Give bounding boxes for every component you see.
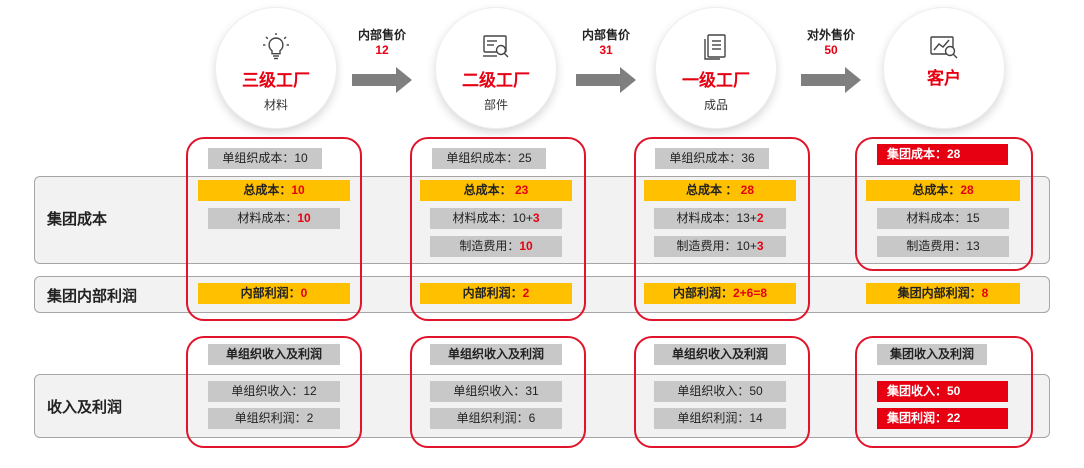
revenue-header-box: 单组织收入及利润 (208, 344, 340, 365)
price-label-3: 对外售价 50 (806, 28, 855, 57)
frame-tier1-cost (634, 137, 810, 321)
mfg-cost-box: 制造费用：10 (430, 236, 562, 257)
band-label-group-cost: 集团成本 (47, 211, 108, 228)
band-label-revenue-profit: 收入及利润 (47, 399, 123, 416)
revenue-header-box: 单组织收入及利润 (430, 344, 562, 365)
revenue-header-box: 单组织收入及利润 (654, 344, 786, 365)
unit-cost-box: 单组织成本：36 (655, 148, 769, 169)
chart-search-icon (930, 36, 958, 59)
total-cost-box: 总成本：28 (866, 180, 1020, 201)
stage-title: 客户 (927, 69, 961, 88)
stage-title: 三级工厂 (242, 71, 310, 90)
document-search-icon (483, 35, 509, 58)
frame-customer-cost (855, 137, 1033, 271)
total-cost-box: 总成本： 23 (420, 180, 572, 201)
mfg-cost-box: 制造费用：13 (877, 236, 1009, 257)
frame-tier3-revenue (186, 336, 362, 448)
material-cost-box: 材料成本：15 (877, 208, 1009, 229)
frame-tier2-cost (410, 137, 586, 321)
stage-circle-tier1: 一级工厂 成品 (656, 8, 776, 128)
group-profit-box: 集团利润：22 (877, 408, 1008, 429)
price-label-1: 内部售价 12 (357, 28, 406, 57)
unit-cost-box: 单组织成本：10 (208, 148, 322, 169)
internal-profit-box: 内部利润：2+6=8 (644, 283, 796, 304)
stage-subtitle: 材料 (263, 98, 288, 112)
org-profit-box: 单组织利润：2 (208, 408, 340, 429)
internal-profit-box: 内部利润：2 (420, 283, 572, 304)
unit-cost-box: 单组织成本：25 (432, 148, 546, 169)
lightbulb-icon (263, 33, 289, 60)
mfg-cost-box: 制造费用：10+3 (654, 236, 786, 257)
stage-title: 一级工厂 (682, 71, 750, 90)
band-label-internal-profit: 集团内部利润 (47, 288, 138, 305)
stage-subtitle: 成品 (703, 98, 728, 112)
org-profit-box: 单组织利润：6 (430, 408, 562, 429)
material-cost-box: 材料成本：10+3 (430, 208, 562, 229)
org-profit-box: 单组织利润：14 (654, 408, 786, 429)
material-cost-box: 材料成本：10 (208, 208, 340, 229)
revenue-box: 单组织收入：12 (208, 381, 340, 402)
stage-subtitle: 部件 (483, 98, 508, 112)
stage-circle-tier3: 三级工厂 材料 (216, 8, 336, 128)
revenue-box: 单组织收入：31 (430, 381, 562, 402)
flow-arrow-icon (801, 67, 861, 93)
revenue-box: 单组织收入：50 (654, 381, 786, 402)
document-list-icon (704, 34, 726, 60)
total-cost-box: 总成本 ： 28 (644, 180, 796, 201)
material-cost-box: 材料成本：13+2 (654, 208, 786, 229)
total-cost-box: 总成本：10 (198, 180, 350, 201)
stage-title: 二级工厂 (462, 71, 530, 90)
stage-circle-customer: 客户 (884, 8, 1004, 128)
flow-arrow-icon (352, 67, 412, 93)
group-internal-profit-box: 集团内部利润：8 (866, 283, 1020, 304)
internal-profit-box: 内部利润：0 (198, 283, 350, 304)
group-revenue-box: 集团收入：50 (877, 381, 1008, 402)
price-label-2: 内部售价 31 (581, 28, 630, 57)
group-cost-box: 集团成本：28 (877, 144, 1008, 165)
frame-tier2-revenue (410, 336, 586, 448)
frame-tier1-revenue (634, 336, 810, 448)
frame-tier3-cost (186, 137, 362, 321)
frame-customer-revenue (855, 336, 1033, 448)
flow-arrow-icon (576, 67, 636, 93)
stage-circle-tier2: 二级工厂 部件 (436, 8, 556, 128)
group-revenue-header-box: 集团收入及利润 (877, 344, 987, 365)
